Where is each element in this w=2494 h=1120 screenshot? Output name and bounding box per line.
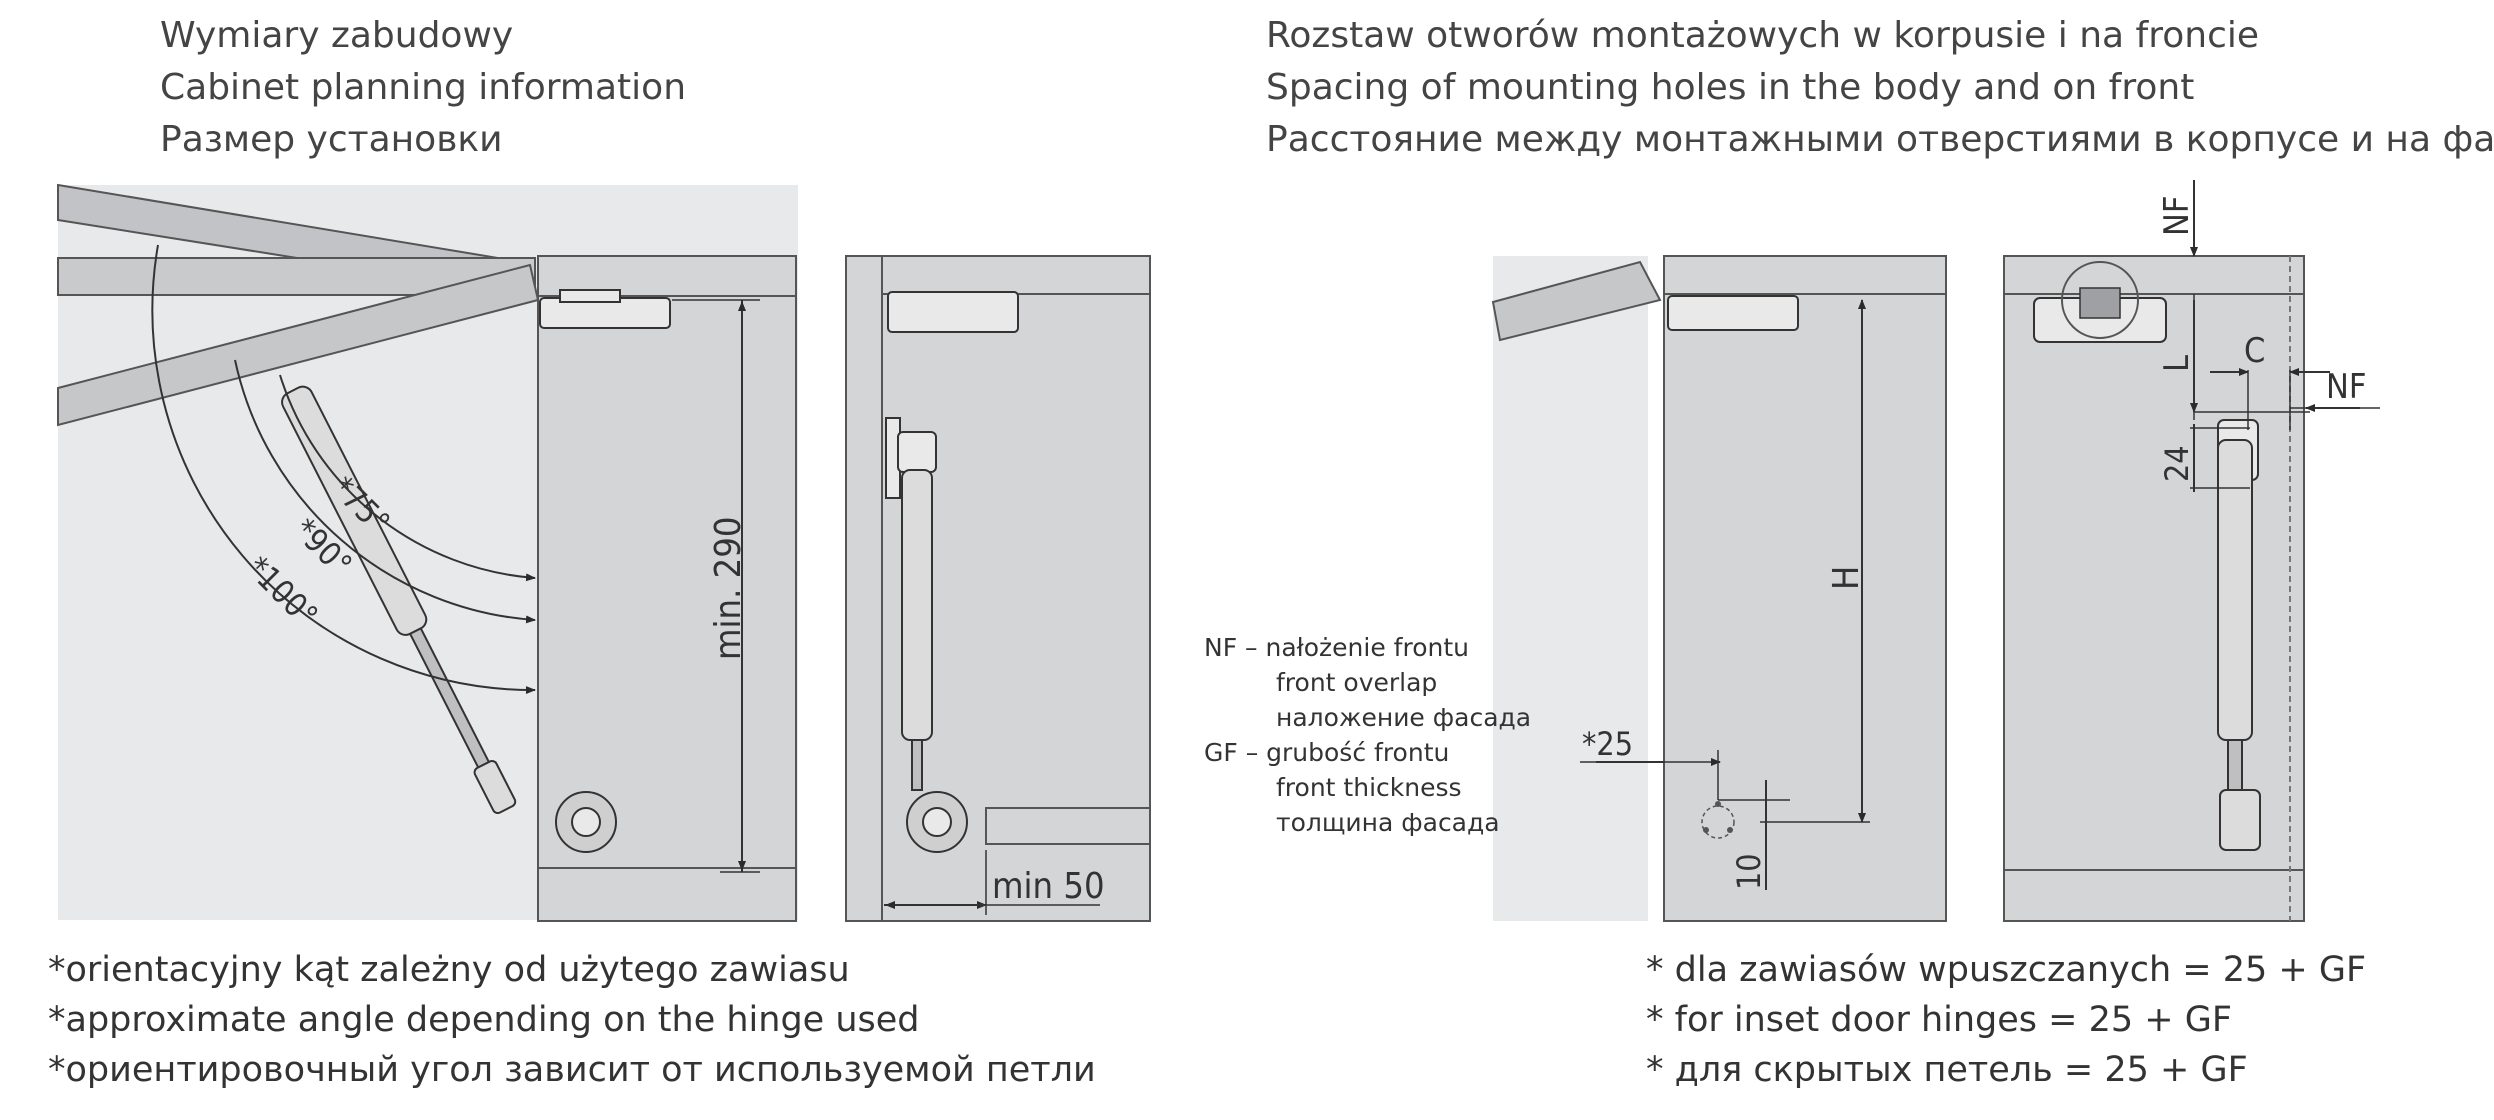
dim-l: L	[2157, 355, 2197, 372]
dim-10: 10	[1730, 853, 1768, 890]
note-right-pl: * dla zawiasów wpuszczanych = 25 + GF	[1646, 950, 2367, 990]
front-view-strut	[901, 469, 933, 741]
front-view-holes: NF L C NF 24	[2003, 180, 2380, 922]
header-left-ru: Размер установки	[160, 119, 503, 160]
note-right-ru: * для скрытых петель = 25 + GF	[1646, 1050, 2248, 1090]
right-hinge	[1667, 295, 1799, 331]
front-view-hinge	[887, 291, 1019, 333]
header-right-en: Spacing of mounting holes in the body an…	[1266, 67, 2195, 108]
note-left-en: *approximate angle depending on the hing…	[48, 1000, 920, 1040]
header-right-ru: Расстояние между монтажными отверстиями …	[1266, 119, 2494, 160]
legend-nf-en: front overlap	[1276, 668, 1438, 697]
dim-h: H	[1826, 566, 1867, 590]
dim-24: 24	[2158, 445, 2196, 482]
header-left: Wymiary zabudowy Cabinet planning inform…	[160, 10, 686, 166]
arc-100	[151, 244, 536, 695]
notes-right: * dla zawiasów wpuszczanych = 25 + GF * …	[1646, 945, 2366, 1095]
gas-strut	[281, 385, 517, 815]
header-right-pl: Rozstaw otworów montażowych w korpusie i…	[1266, 15, 2260, 56]
note-right-en: * for inset door hinges = 25 + GF	[1646, 1000, 2232, 1040]
notes-left: *orientacyjny kąt zależny od użytego zaw…	[48, 945, 1096, 1095]
right-flap	[1491, 260, 1662, 342]
front-view-min50: min 50	[845, 255, 1151, 922]
dim-c: C	[2244, 331, 2265, 371]
dim-nf-top: NF	[2157, 196, 2197, 236]
side-view-holes: H *25 10	[1491, 255, 1947, 922]
legend-gf-pl: GF – grubość frontu	[1204, 738, 1450, 767]
dim-min290: min. 290	[708, 517, 749, 660]
legend: NF – nałożenie frontu front overlap нало…	[1204, 630, 1531, 840]
legend-gf-ru: толщина фасада	[1276, 808, 1500, 837]
legend-nf-pl: NF – nałożenie frontu	[1204, 633, 1469, 662]
legend-gf-en: front thickness	[1276, 773, 1462, 802]
dim-min50: min 50	[992, 866, 1105, 907]
dim-nf-right: NF	[2326, 367, 2366, 407]
arc-75	[279, 374, 536, 582]
mounting-hole-pattern	[1701, 805, 1735, 839]
header-right: Rozstaw otworów montażowych w korpusie i…	[1266, 10, 2494, 166]
right-front-strut	[2217, 439, 2253, 741]
side-view-angles: *75° *90° *100° min. 290	[57, 183, 798, 922]
note-left-ru: *ориентировочный угол зависит от использ…	[48, 1050, 1096, 1090]
header-left-en: Cabinet planning information	[160, 67, 687, 108]
header-left-pl: Wymiary zabudowy	[160, 15, 514, 56]
legend-nf-ru: наложение фасада	[1276, 703, 1532, 732]
arc-90	[234, 359, 536, 624]
note-left-pl: *orientacyjny kąt zależny od użytego zaw…	[48, 950, 850, 990]
dim-25: *25	[1582, 725, 1633, 763]
flap-75deg	[57, 263, 540, 427]
right-cabinet-body	[1663, 255, 1947, 922]
